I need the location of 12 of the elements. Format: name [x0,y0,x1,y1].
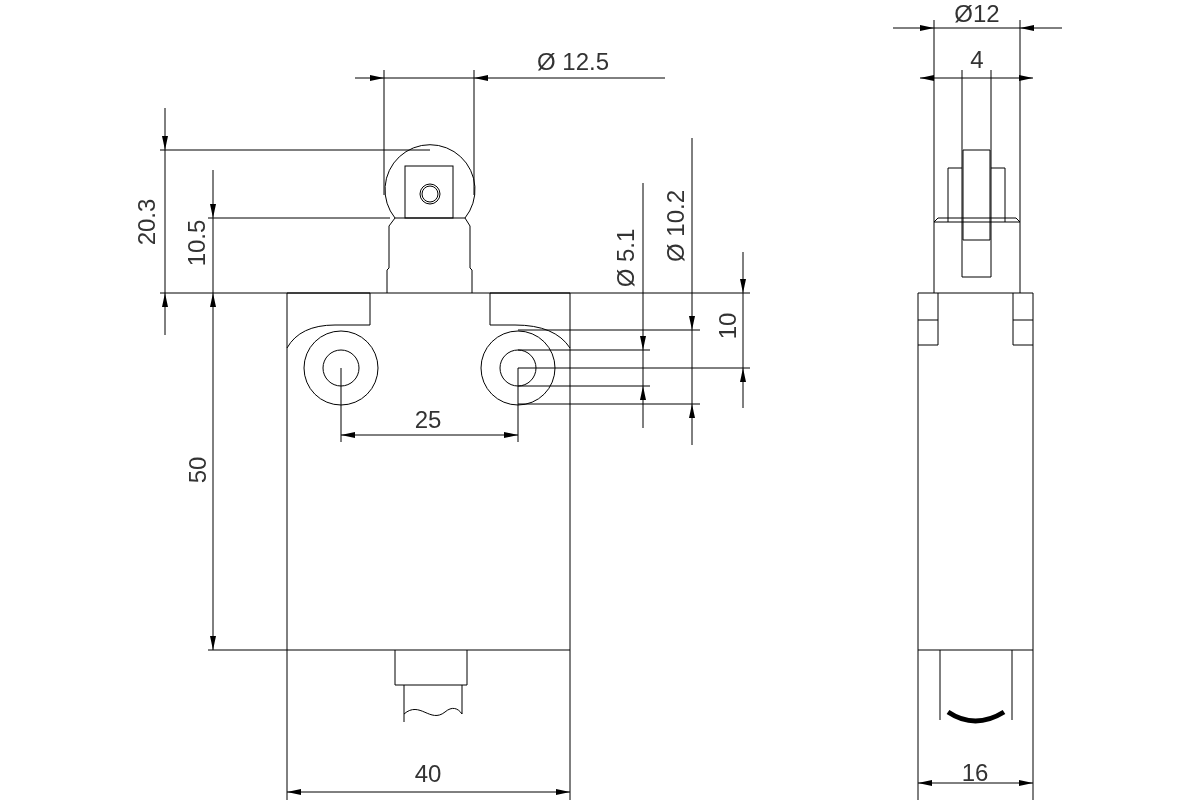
dimension-value: Ø 10.2 [664,190,688,262]
dimension-value: 25 [414,408,442,432]
dimension-value: Ø 12.5 [537,50,609,74]
dimension-value: 4 [970,48,984,72]
dimension-value: Ø 5.1 [614,228,638,288]
dimension-value: 10 [716,312,740,340]
dimension-value: Ø12 [954,2,1000,26]
dimension-value: 50 [186,456,210,484]
dimension-value: 10.5 [185,219,209,267]
dimension-value: 16 [961,761,989,785]
dimension-value: 20.3 [135,198,159,246]
dimension-value: 40 [414,762,442,786]
